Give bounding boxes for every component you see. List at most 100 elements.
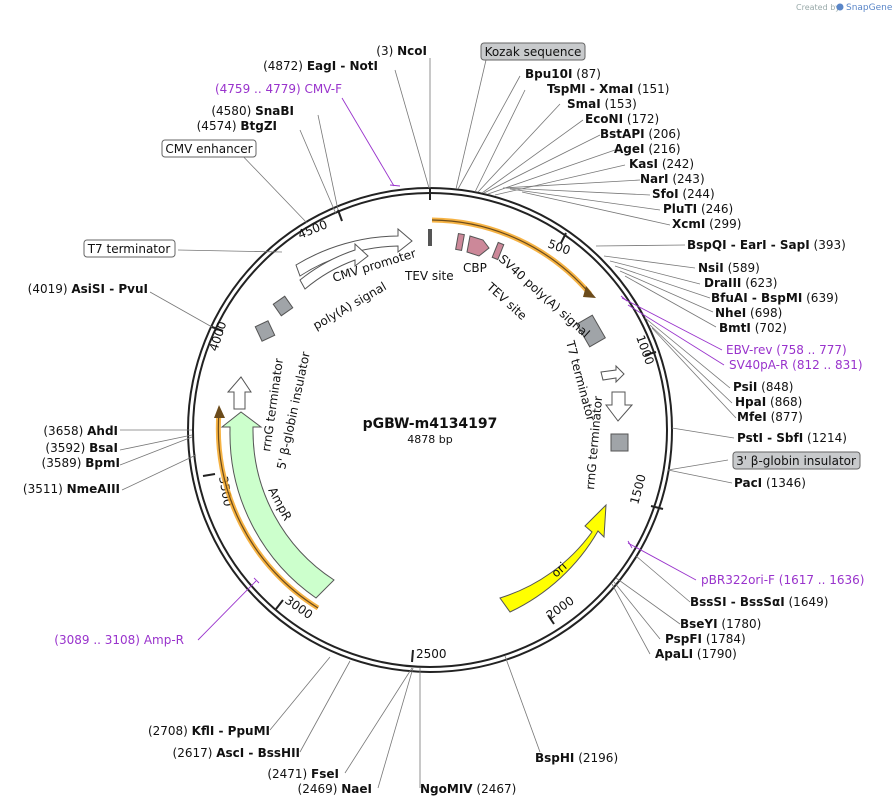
enzyme-bsphi[interactable]: BspHI (2196): [535, 751, 618, 765]
ampr-arrowhead: [214, 405, 225, 418]
primer-pbr322ori-f[interactable]: pBR322ori-F (1617 .. 1636): [701, 573, 864, 587]
rrng-terminator-right-arrow[interactable]: [605, 391, 634, 422]
enzyme-hpai[interactable]: HpaI (868): [735, 395, 802, 409]
enzyme-apali[interactable]: ApaLI (1790): [655, 647, 737, 661]
created-by-text: Created by: [796, 3, 840, 12]
tev-site-1-box[interactable]: [455, 233, 465, 251]
enzyme-pluti[interactable]: PluTI (246): [663, 202, 733, 216]
enzyme-bmti[interactable]: BmtI (702): [719, 321, 787, 335]
tev-site-2-box[interactable]: [491, 241, 505, 261]
enzyme-bsai[interactable]: (3592) BsaI: [45, 441, 118, 455]
t7-terminator-label-bg: [83, 239, 176, 258]
primer-sv40pa-r[interactable]: SV40pA-R (812 .. 831): [729, 358, 863, 372]
plasmid-length: 4878 bp: [407, 433, 452, 446]
b-globin-insulator-3-box[interactable]: [610, 433, 629, 452]
primer-ebv-rev[interactable]: EBV-rev (758 .. 777): [726, 343, 847, 357]
snapgene-logo-icon: [836, 3, 844, 11]
tick-1000: [644, 351, 657, 356]
tick-label-1500: 1500: [627, 473, 648, 506]
cbp-label: CBP: [463, 261, 487, 275]
enzyme-bstapi[interactable]: BstAPI (206): [600, 127, 681, 141]
cmv-enhancer-label-bg: [161, 139, 257, 158]
enzyme-smai[interactable]: SmaI (153): [567, 97, 637, 111]
ampr-arrow[interactable]: [220, 411, 335, 599]
enzyme-nsii[interactable]: NsiI (589): [698, 261, 760, 275]
enzyme-bspqi-eari-sapi[interactable]: BspQI - EarI - SapI (393): [687, 238, 846, 252]
enzyme-pspfi[interactable]: PspFI (1784): [665, 632, 746, 646]
tick-4500: [337, 209, 343, 222]
cmv-enhancer-arrow[interactable]: [299, 242, 369, 290]
kozak-sequence-label[interactable]: Kozak sequence: [485, 45, 582, 59]
cmv-enhancer-label[interactable]: CMV enhancer: [165, 142, 252, 156]
ampr-line: [217, 411, 319, 609]
enzyme-xcmi[interactable]: XcmI (299): [672, 217, 741, 231]
enzyme-bpu10i[interactable]: Bpu10I (87): [525, 67, 601, 81]
enzyme-kfli-ppumi[interactable]: (2708) KflI - PpuMI: [148, 724, 270, 738]
b-globin-3-label-bg: [732, 451, 861, 470]
tick-3500: [202, 473, 216, 477]
primer-amp-r[interactable]: (3089 .. 3108) Amp-R: [54, 633, 184, 647]
enzyme-asci-bsshii[interactable]: (2617) AscI - BssHII: [173, 746, 300, 760]
t7-terminator-boxed-label[interactable]: T7 terminator: [87, 242, 171, 256]
enzyme-eagi-noti[interactable]: (4872) EagI - NotI: [263, 59, 378, 73]
enzyme-psti-sbfi[interactable]: PstI - SbfI (1214): [737, 431, 847, 445]
enzyme-bseyi[interactable]: BseYI (1780): [680, 617, 761, 631]
enzyme-nhei[interactable]: NheI (698): [715, 306, 782, 320]
sv40-polya-box[interactable]: [576, 314, 606, 348]
enzyme-asisi-pvui[interactable]: (4019) AsiSI - PvuI: [28, 282, 148, 296]
enzyme-mfei[interactable]: MfeI (877): [737, 410, 803, 424]
enzyme-sfoi[interactable]: SfoI (244): [652, 187, 715, 201]
tick-2000: [547, 614, 555, 625]
kozak-box[interactable]: [428, 229, 432, 246]
enzyme-fsei[interactable]: (2471) FseI: [267, 767, 339, 781]
polya-signal-label: poly(A) signal: [311, 279, 389, 332]
rrng-terminator-left-arrow[interactable]: [226, 376, 252, 410]
enzyme-nari[interactable]: NarI (243): [640, 172, 705, 186]
ori-arrow[interactable]: [499, 503, 607, 613]
tick-1500: [650, 505, 664, 510]
enzyme-tspmi-xmai[interactable]: TspMI - XmaI (151): [547, 82, 670, 96]
enzyme-bfuai-bspmi[interactable]: BfuAI - BspMI (639): [711, 291, 838, 305]
tick-label-4500: 4500: [296, 217, 330, 241]
primer-labels: (4759 .. 4779) CMV-F EBV-rev (758 .. 777…: [54, 82, 864, 647]
enzyme-ncoi[interactable]: (3) NcoI: [376, 44, 427, 58]
primer-leader-lines: [197, 97, 725, 641]
kozak-box-label-bg: [480, 42, 586, 61]
enzyme-ngomiv[interactable]: NgoMIV (2467): [420, 782, 516, 796]
cmv-promoter-arrow[interactable]: [295, 227, 413, 277]
enzyme-bsssi[interactable]: BssSI - BssSαI (1649): [690, 595, 828, 609]
tick-2500: [411, 649, 414, 663]
boxed-labels: Kozak sequence CMV enhancer T7 terminato…: [83, 42, 861, 470]
enzyme-econi[interactable]: EcoNI (172): [585, 112, 659, 126]
enzyme-kasi[interactable]: KasI (242): [629, 157, 694, 171]
tick-label-4000: 4000: [207, 320, 230, 353]
t7-terminator-box[interactable]: [254, 320, 276, 342]
leader-lines: [119, 58, 737, 789]
tick-500: [560, 232, 567, 244]
primer-cmv-f[interactable]: (4759 .. 4779) CMV-F: [215, 82, 342, 96]
enzyme-labels-right: NgoMIV (2467) BspHI (2196) Bpu10I (87) T…: [420, 67, 847, 796]
b-globin-insulator-3-label[interactable]: 3' β-globin insulator: [736, 454, 856, 468]
enzyme-snabi[interactable]: (4580) SnaBI: [211, 104, 294, 118]
cbp-arrow[interactable]: [466, 235, 490, 257]
tick-label-2000: 2000: [544, 593, 577, 622]
poly-a-signal-box[interactable]: [272, 295, 294, 317]
enzyme-labels-left: (3) NcoI (4872) EagI - NotI (4580) SnaBI…: [23, 44, 427, 796]
orf-line-top: [431, 219, 591, 295]
tick-4000: [211, 326, 224, 332]
tick-label-2500: 2500: [416, 647, 447, 661]
enzyme-agei[interactable]: AgeI (216): [614, 142, 681, 156]
enzyme-nmeaiii[interactable]: (3511) NmeAIII: [23, 482, 120, 496]
enzyme-ahdi[interactable]: (3658) AhdI: [43, 424, 118, 438]
enzyme-paci[interactable]: PacI (1346): [734, 476, 806, 490]
enzyme-draiii[interactable]: DraIII (623): [704, 276, 777, 290]
enzyme-btgzi[interactable]: (4574) BtgZI: [197, 119, 277, 133]
enzyme-naei[interactable]: (2469) NaeI: [298, 782, 372, 796]
orf-arrowhead-top: [583, 286, 596, 298]
t7-terminator-right-arrow[interactable]: [600, 364, 625, 384]
enzyme-bpmi[interactable]: (3589) BpmI: [42, 456, 120, 470]
snapgene-brand: SnapGene: [846, 3, 893, 13]
enzyme-psii[interactable]: PsiI (848): [733, 380, 793, 394]
tick-label-500: 500: [546, 237, 572, 258]
